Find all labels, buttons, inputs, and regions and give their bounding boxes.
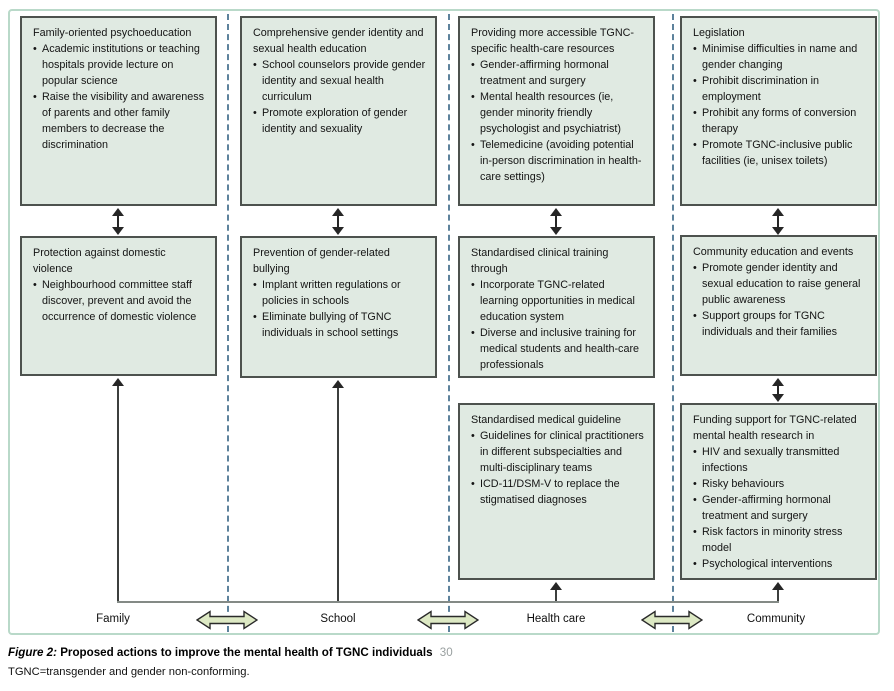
bullet-item: Prohibit discrimination in employment [693, 74, 867, 106]
bullet-item: Promote gender identity and sexual educa… [693, 261, 867, 309]
box-title: Providing more accessible TGNC-specific … [471, 27, 635, 55]
up-arrow-connector [112, 378, 124, 603]
double-arrow-vertical-icon [772, 208, 784, 235]
bullet-list: Implant written regulations or policies … [253, 278, 427, 342]
bullet-item: Guidelines for clinical practitioners in… [471, 429, 645, 477]
box-protection-domestic-violence: Protection against domestic violence Nei… [20, 236, 217, 376]
column-label-family: Family [96, 613, 130, 625]
double-arrow-vertical-icon [332, 208, 344, 235]
bullet-item: Minimise difficulties in name and gender… [693, 42, 867, 74]
double-arrow-vertical-icon [112, 208, 124, 235]
connector-baseline [117, 601, 779, 603]
figure-caption-title: Proposed actions to improve the mental h… [60, 646, 433, 659]
bullet-item: Neighbourhood committee staff discover, … [33, 278, 207, 326]
bullet-list: Minimise difficulties in name and gender… [693, 42, 867, 170]
bullet-item: Mental health resources (ie, gender mino… [471, 90, 645, 138]
figure-caption: Figure 2: Proposed actions to improve th… [8, 646, 453, 659]
column-divider [448, 14, 450, 632]
bullet-item: Gender-affirming hormonal treatment and … [471, 58, 645, 90]
bullet-item: Diverse and inclusive training for medic… [471, 326, 645, 374]
bullet-item: Raise the visibility and awareness of pa… [33, 90, 207, 154]
column-label-school: School [320, 613, 356, 625]
bullet-list: Neighbourhood committee staff discover, … [33, 278, 207, 326]
bullet-item: Telemedicine (avoiding potential in-pers… [471, 138, 645, 186]
bullet-list: Guidelines for clinical practitioners in… [471, 429, 645, 509]
bullet-item: Prohibit any forms of conversion therapy [693, 106, 867, 138]
bullet-item: Incorporate TGNC-related learning opport… [471, 278, 645, 326]
column-label-community: Community [746, 613, 806, 625]
box-family-psychoeducation: Family-oriented psychoeducation Academic… [20, 16, 217, 206]
bullet-list: School counselors provide gender identit… [253, 58, 427, 138]
column-divider [227, 14, 229, 632]
box-title: Family-oriented psychoeducation [33, 27, 192, 39]
column-divider [672, 14, 674, 632]
bullet-list: Incorporate TGNC-related learning opport… [471, 278, 645, 374]
column-label-health-care: Health care [526, 613, 586, 625]
bullet-list: Gender-affirming hormonal treatment and … [471, 58, 645, 186]
box-title: Standardised clinical training through [471, 247, 609, 275]
box-title: Comprehensive gender identity and sexual… [253, 27, 424, 55]
bullet-list: Promote gender identity and sexual educa… [693, 261, 867, 341]
box-title: Community education and events [693, 246, 854, 258]
box-funding-support-research: Funding support for TGNC-related mental … [680, 403, 877, 580]
bullet-list: Academic institutions or teaching hospit… [33, 42, 207, 154]
up-arrow-connector [550, 582, 562, 603]
bullet-item: Implant written regulations or policies … [253, 278, 427, 310]
bullet-item: Promote exploration of gender identity a… [253, 106, 427, 138]
up-arrow-connector [772, 582, 784, 603]
bullet-item: Risky behaviours [693, 477, 867, 493]
bullet-item: Gender-affirming hormonal treatment and … [693, 493, 867, 525]
double-arrow-vertical-icon [550, 208, 562, 235]
bullet-item: School counselors provide gender identit… [253, 58, 427, 106]
figure-reference-number: 30 [439, 646, 453, 659]
double-arrow-vertical-icon [772, 378, 784, 402]
bullet-item: Psychological interventions [693, 557, 867, 573]
up-arrow-connector [332, 380, 344, 603]
box-title: Legislation [693, 27, 745, 39]
bullet-item: Risk factors in minority stress model [693, 525, 867, 557]
box-clinical-training: Standardised clinical training through I… [458, 236, 655, 378]
bullet-list: HIV and sexually transmitted infections … [693, 445, 867, 573]
figure-footnote: TGNC=transgender and gender non-conformi… [8, 666, 250, 678]
box-prevention-bullying: Prevention of gender-related bullying Im… [240, 236, 437, 378]
bullet-item: ICD-11/DSM-V to replace the stigmatised … [471, 477, 645, 509]
double-arrow-horizontal-icon [641, 610, 703, 630]
box-legislation: Legislation Minimise difficulties in nam… [680, 16, 877, 206]
box-title: Funding support for TGNC-related mental … [693, 414, 857, 442]
box-accessible-tgnc-resources: Providing more accessible TGNC-specific … [458, 16, 655, 206]
box-title: Standardised medical guideline [471, 414, 622, 426]
bullet-item: Eliminate bullying of TGNC individuals i… [253, 310, 427, 342]
box-community-education-events: Community education and events Promote g… [680, 235, 877, 376]
bullet-item: Support groups for TGNC individuals and … [693, 309, 867, 341]
bullet-item: Promote TGNC-inclusive public facilities… [693, 138, 867, 170]
bullet-item: HIV and sexually transmitted infections [693, 445, 867, 477]
double-arrow-horizontal-icon [196, 610, 258, 630]
box-gender-sexual-health-education: Comprehensive gender identity and sexual… [240, 16, 437, 206]
double-arrow-horizontal-icon [417, 610, 479, 630]
box-title: Prevention of gender-related bullying [253, 247, 390, 275]
figure-caption-label: Figure 2: [8, 646, 57, 659]
box-medical-guideline: Standardised medical guideline Guideline… [458, 403, 655, 580]
bullet-item: Academic institutions or teaching hospit… [33, 42, 207, 90]
box-title: Protection against domestic violence [33, 247, 166, 275]
